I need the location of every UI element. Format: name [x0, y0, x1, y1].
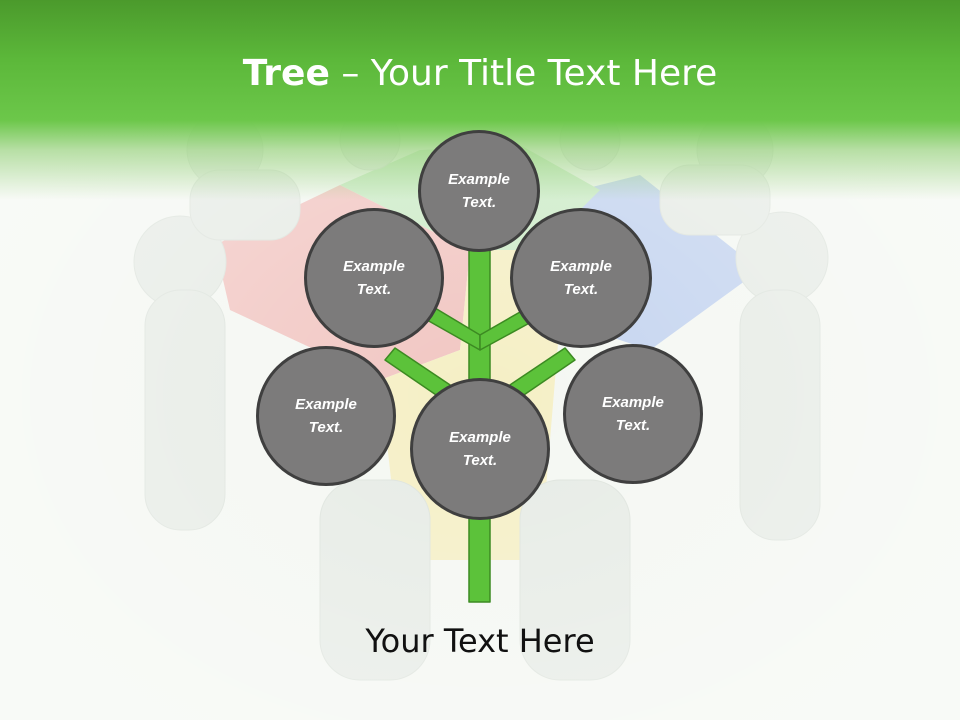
tree-node-lower-left[interactable]: Example Text.: [256, 346, 396, 486]
title-bold: Tree: [242, 53, 330, 94]
title-rest: – Your Title Text Here: [329, 53, 718, 94]
tree-node-upper-left[interactable]: Example Text.: [304, 208, 444, 348]
node-label: Example Text.: [602, 394, 664, 434]
tree-node-top[interactable]: Example Text.: [418, 130, 540, 252]
tree-node-center[interactable]: Example Text.: [410, 378, 550, 520]
node-label: Example Text.: [448, 171, 510, 211]
node-label: Example Text.: [550, 258, 612, 298]
node-label: Example Text.: [343, 258, 405, 298]
slide-title[interactable]: Tree – Your Title Text Here: [0, 52, 960, 96]
tree-node-upper-right[interactable]: Example Text.: [510, 208, 652, 348]
footer-text[interactable]: Your Text Here: [365, 622, 595, 660]
node-label: Example Text.: [449, 429, 511, 469]
tree-node-lower-right[interactable]: Example Text.: [563, 344, 703, 484]
node-label: Example Text.: [295, 396, 357, 436]
